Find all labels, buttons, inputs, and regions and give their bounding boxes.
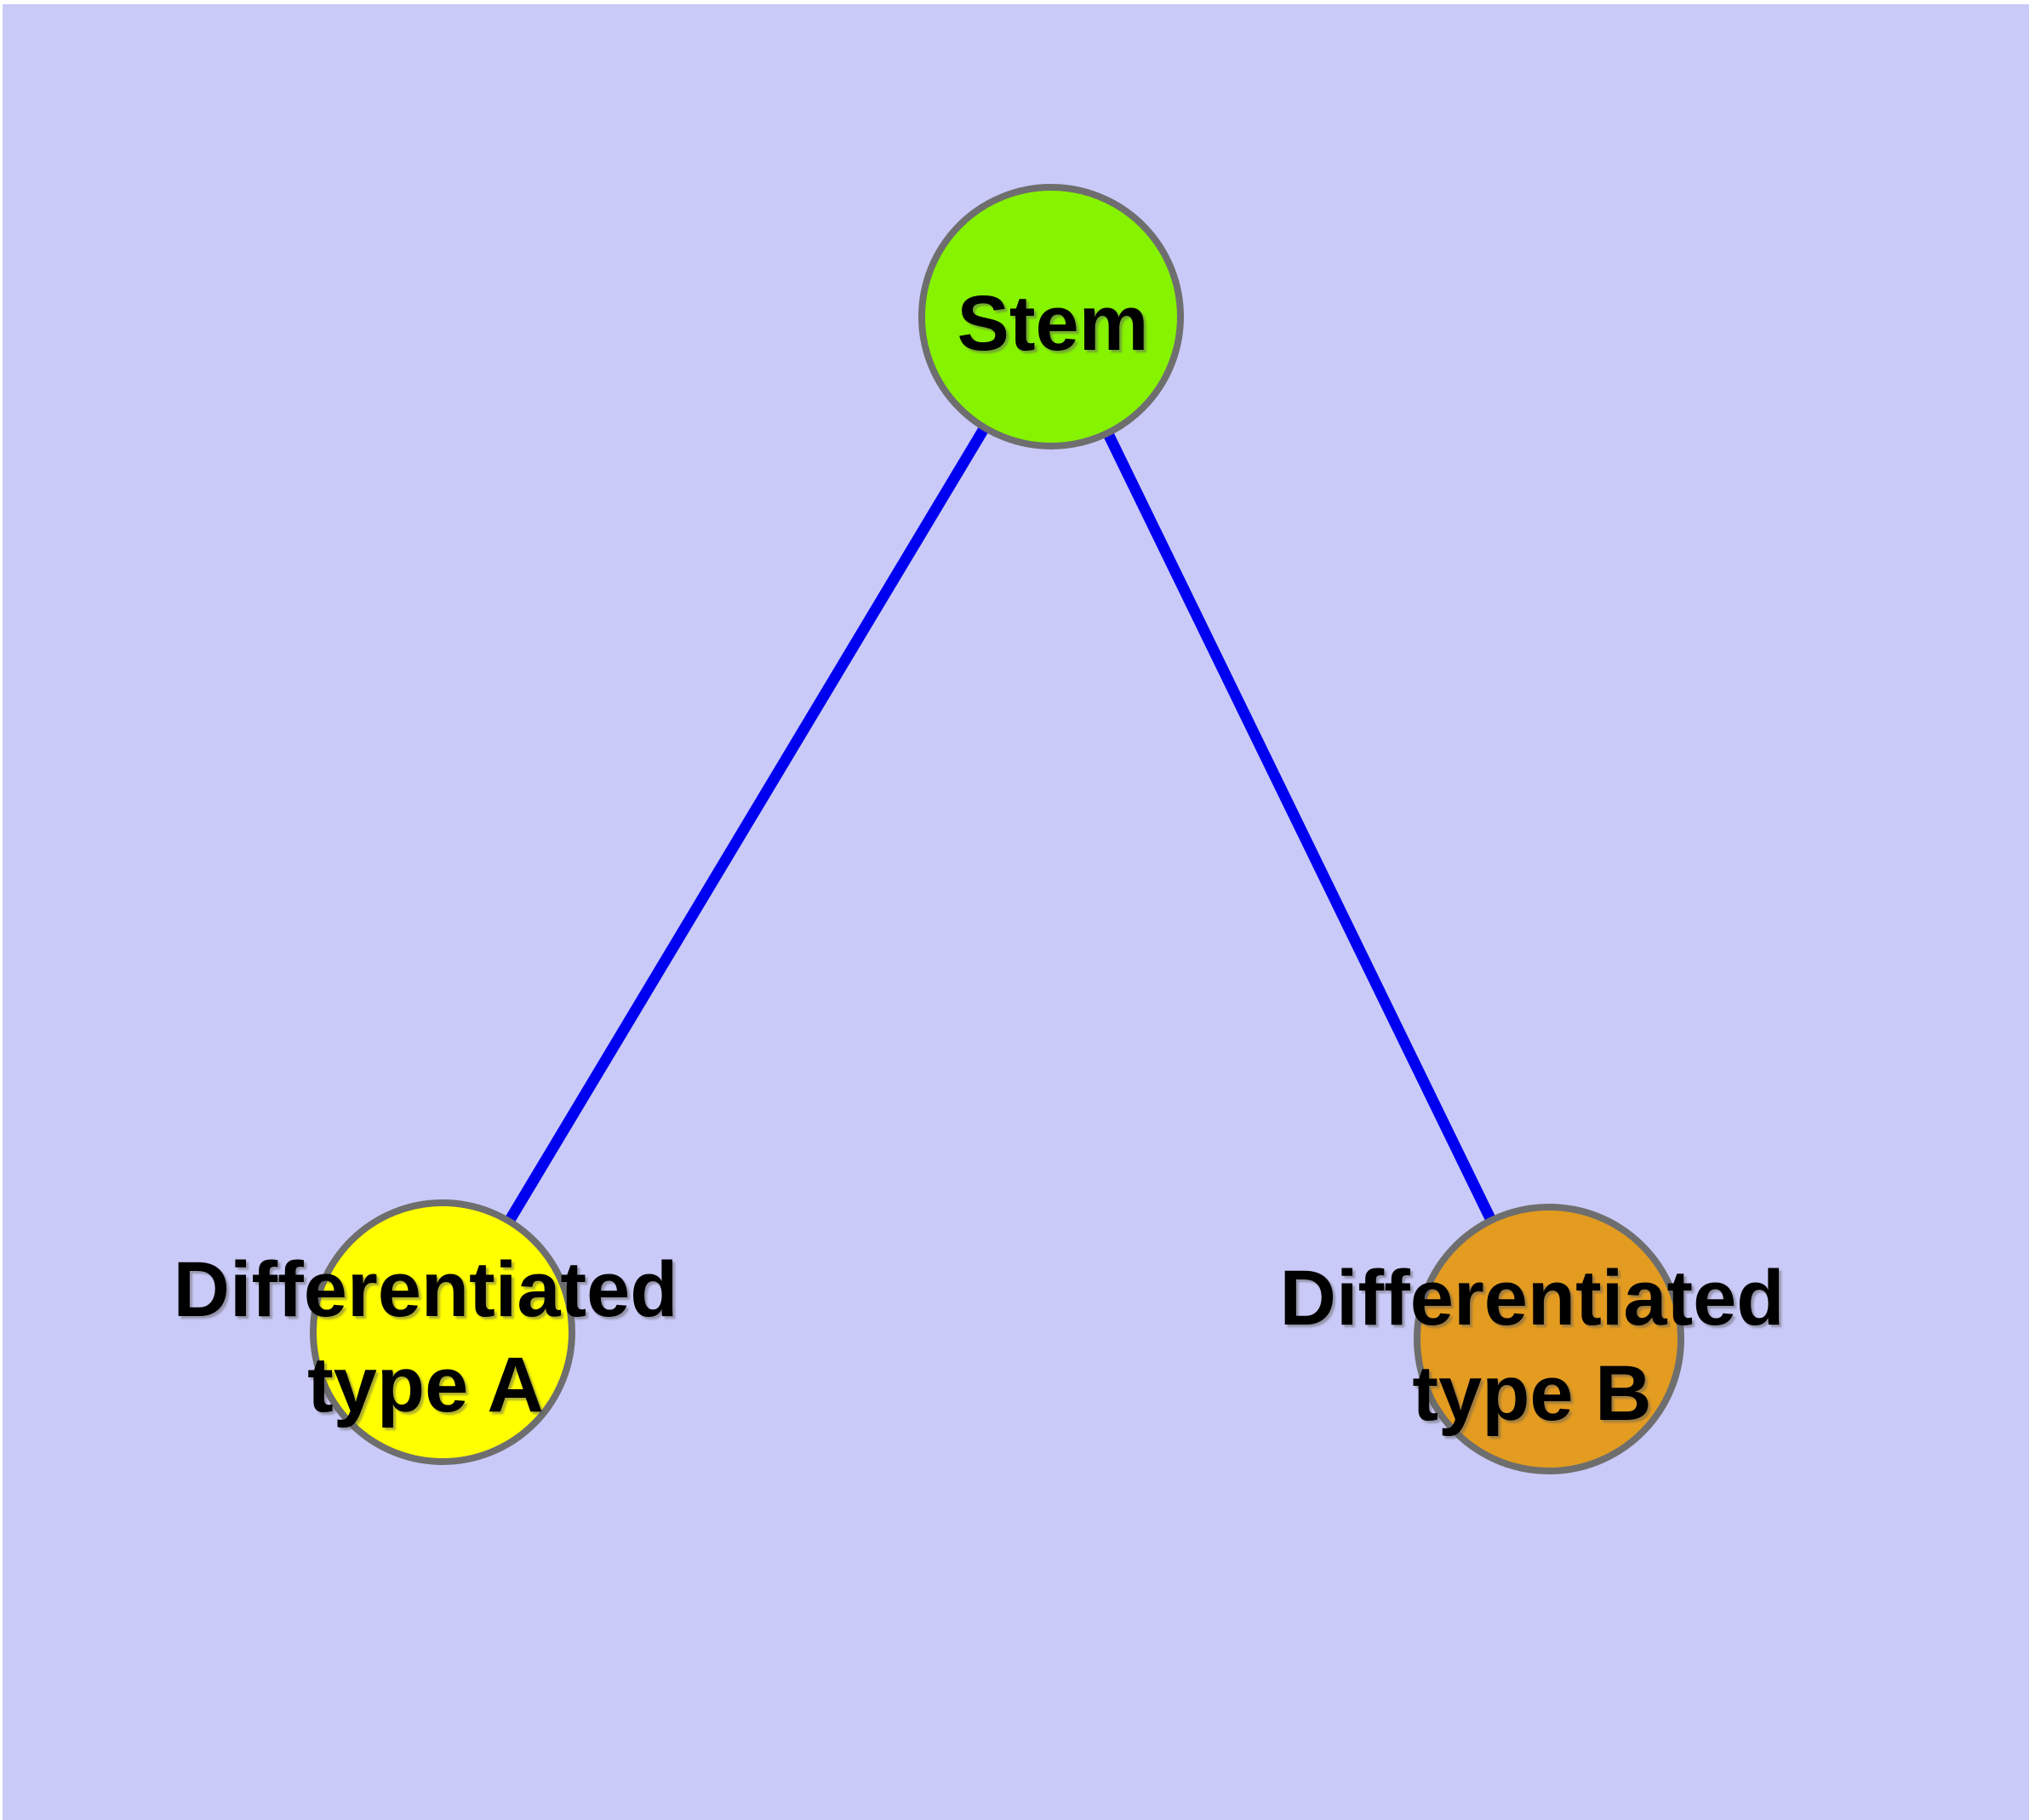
figure-margin-left — [0, 0, 3, 1820]
edge-stem-to-type-a — [437, 313, 1056, 1336]
node-circle-type-b — [1414, 1204, 1684, 1474]
edge-stem-to-type-b — [1046, 314, 1554, 1342]
node-label-stem: Stem — [957, 280, 1149, 367]
node-circle-stem — [918, 184, 1184, 449]
node-label-differentiated-type-b: Differentiated type B — [1279, 1255, 1785, 1437]
figure-margin-top — [0, 0, 2029, 4]
node-label-differentiated-type-a: Differentiated type A — [173, 1246, 678, 1428]
node-circle-type-a — [310, 1199, 575, 1465]
